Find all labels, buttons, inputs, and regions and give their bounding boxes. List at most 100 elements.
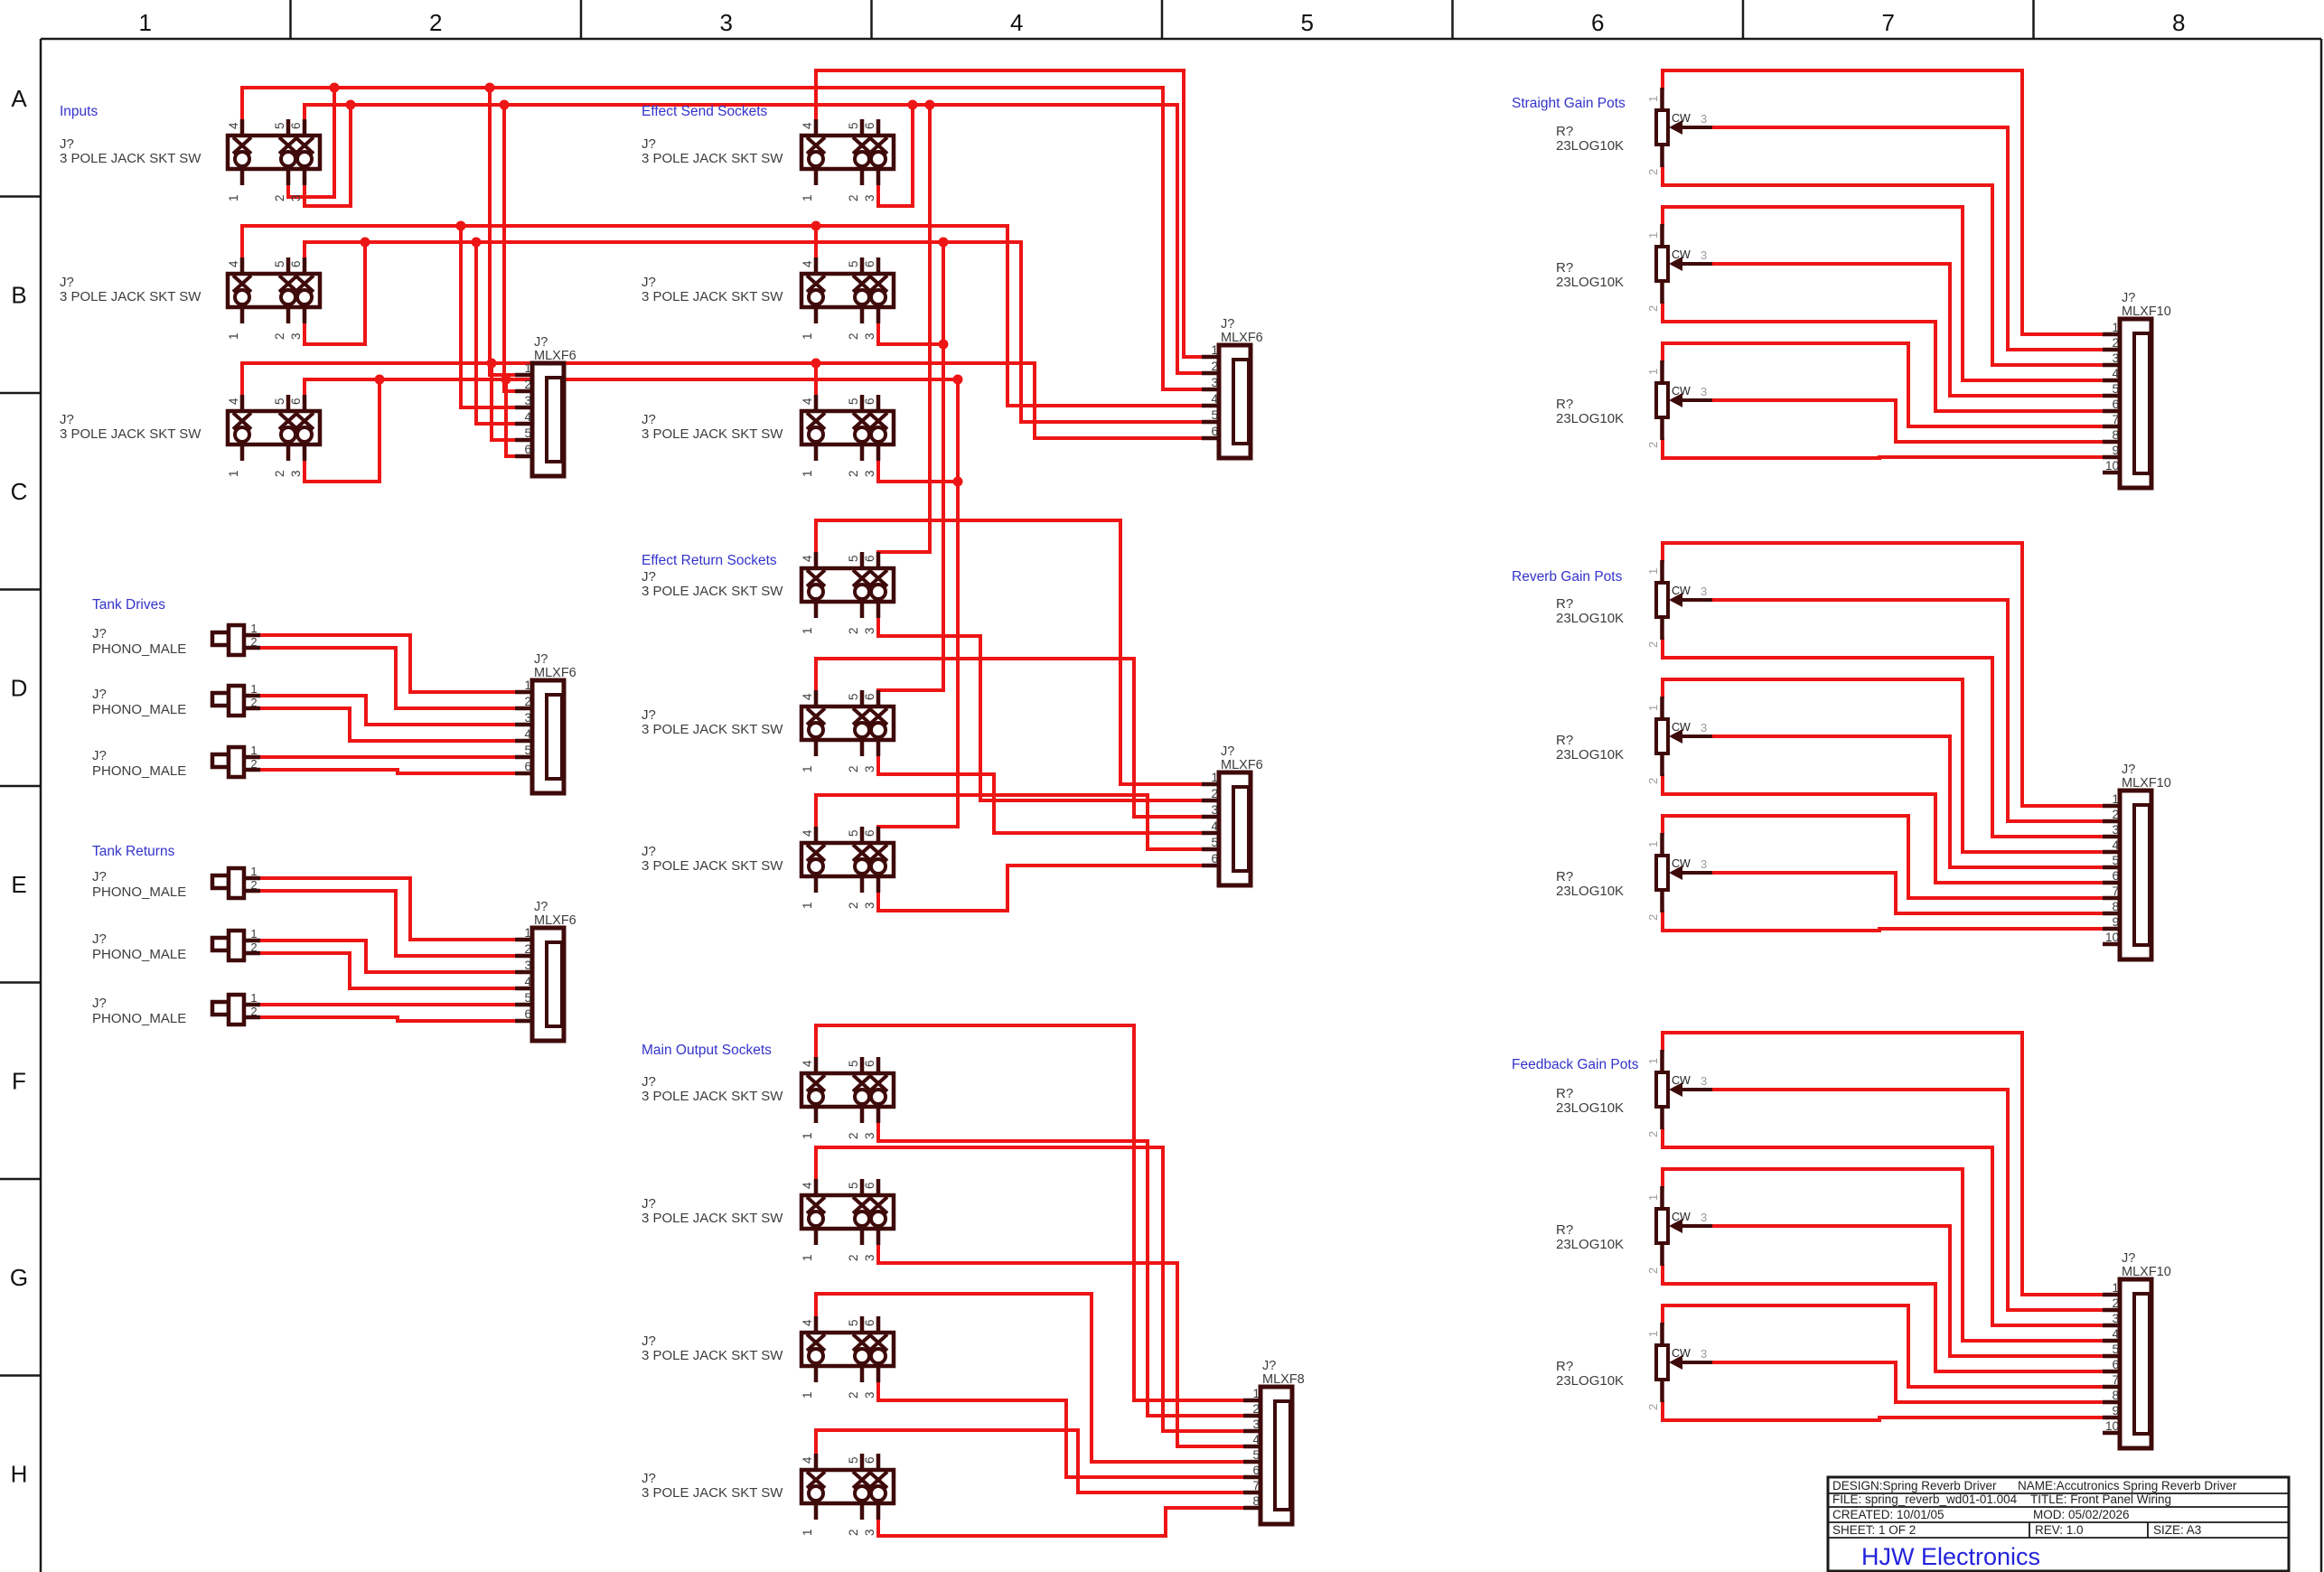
jack-pin-number: 5 — [847, 1182, 860, 1189]
pot-body — [1654, 717, 1670, 755]
phono-value: PHONO_MALE — [92, 763, 186, 779]
jack-contact — [805, 1073, 827, 1093]
jack-pin-number: 4 — [227, 398, 240, 405]
wire — [303, 378, 960, 397]
jack-pin-number: 2 — [847, 765, 860, 772]
jack-pin-number: 6 — [863, 1456, 876, 1464]
pot-pin-number: 3 — [1701, 385, 1707, 398]
wire — [1710, 1361, 2104, 1404]
jack-pin-number: 4 — [227, 260, 240, 267]
jack-pin-number: 6 — [289, 260, 303, 267]
wires-layer — [240, 69, 2104, 1538]
pot-wiper-arrow-icon — [1669, 393, 1682, 407]
mlxf-pin-number: 3 — [2112, 351, 2119, 365]
jack-refdes: J? — [642, 1471, 656, 1486]
jack-contact-circle — [807, 1484, 825, 1502]
wire — [876, 1380, 1245, 1479]
wire — [814, 1292, 1245, 1464]
jack-pin-number: 3 — [863, 1391, 876, 1399]
jack-socket — [225, 119, 323, 185]
phono-refdes: J? — [92, 869, 107, 884]
jack-contact — [851, 1195, 873, 1215]
jack-contact-circle — [807, 1088, 825, 1106]
mlxf-key — [545, 376, 564, 463]
mlxf-connector — [515, 925, 567, 1043]
wire — [303, 240, 1204, 424]
mlxf-pin-number: 6 — [524, 443, 531, 456]
wire — [1710, 1224, 2104, 1358]
pot-wiper-arrow-icon — [1669, 593, 1682, 607]
mlxf-pin-number: 5 — [2112, 1343, 2119, 1356]
pot-body — [1654, 1071, 1670, 1109]
mlxf-pin-number: 6 — [2112, 398, 2119, 411]
mlxf-pin-number: 6 — [524, 1007, 531, 1021]
pot-refdes: R? — [1556, 397, 1573, 412]
jack-contact — [805, 843, 827, 863]
pot-pin-number: 3 — [1701, 721, 1707, 735]
jack-socket — [799, 119, 896, 185]
jack-contact-circle — [869, 1484, 887, 1502]
wire — [474, 240, 517, 426]
phono-connector — [210, 992, 260, 1027]
wire — [876, 1506, 1245, 1538]
pot-pin-number: 2 — [1646, 914, 1660, 921]
mlxf-pin-number: 5 — [524, 744, 531, 757]
phono-pin-number: 2 — [250, 757, 257, 771]
jack-contact-circle — [853, 721, 871, 739]
section-title: Straight Gain Pots — [1512, 96, 1626, 111]
phono-body — [210, 935, 231, 953]
jack-contact — [231, 274, 253, 294]
mlxf-pin-number: 8 — [1252, 1494, 1260, 1508]
jack-pin-number: 5 — [847, 122, 860, 129]
wire — [876, 103, 932, 554]
phono-pin-number: 1 — [250, 991, 257, 1005]
jack-contact — [851, 568, 873, 588]
jack-contact — [867, 1195, 889, 1215]
mlxf-pin-number: 4 — [1211, 392, 1218, 406]
mlxf-pin-number: 8 — [2112, 1389, 2119, 1402]
jack-pin-number: 6 — [863, 555, 876, 562]
mlxf-key — [545, 940, 564, 1028]
mlxf-pin-number: 2 — [2112, 808, 2119, 821]
title-block-field: NAME:Accutronics Spring Reverb Driver — [2018, 1479, 2237, 1492]
jack-pin-number: 1 — [801, 1254, 814, 1261]
mlxf-pin-number: 4 — [524, 975, 531, 988]
mlxf-pin-number: 1 — [2112, 792, 2119, 806]
pot-body — [1654, 581, 1670, 619]
company-name: HJW Electronics — [1861, 1543, 2040, 1570]
mlxf-refdes: J? — [1221, 744, 1234, 759]
jack-contact-circle — [869, 1347, 887, 1365]
jack-pin-number: 6 — [863, 1182, 876, 1189]
jack-socket — [799, 827, 896, 893]
jack-contact-circle — [807, 1210, 825, 1228]
grid-column-label: 4 — [1010, 9, 1023, 36]
jack-contact — [805, 411, 827, 431]
section-title: Effect Send Sockets — [642, 104, 768, 119]
phono-connector — [210, 744, 260, 780]
wire-junction-dot — [811, 220, 821, 231]
jack-refdes: J? — [642, 412, 656, 427]
pot-pin-number: 3 — [1701, 1211, 1707, 1224]
wire — [459, 224, 517, 409]
title-block-field: SIZE: A3 — [2153, 1523, 2201, 1537]
jack-value: 3 POLE JACK SKT SW — [60, 151, 201, 166]
pot-value: 23LOG10K — [1556, 1100, 1624, 1116]
wire — [1661, 814, 2104, 900]
pot-cw-label: CW — [1672, 585, 1691, 597]
jack-contact — [805, 274, 827, 294]
mlxf-pin-number: 9 — [2112, 915, 2119, 929]
wire — [876, 459, 960, 483]
mlxf-pin-number: 7 — [1252, 1479, 1260, 1492]
jack-pin-number: 5 — [847, 1319, 860, 1326]
jack-socket — [225, 395, 323, 461]
phono-value: PHONO_MALE — [92, 641, 186, 657]
jack-pin-number: 2 — [847, 1391, 860, 1399]
pot-cw-label: CW — [1672, 1074, 1691, 1087]
jack-pin-number: 2 — [847, 1529, 860, 1536]
mlxf-connector — [2103, 1277, 2154, 1451]
jack-pin-number: 3 — [863, 627, 876, 634]
jack-value: 3 POLE JACK SKT SW — [642, 289, 783, 304]
potentiometer — [1654, 224, 1712, 304]
